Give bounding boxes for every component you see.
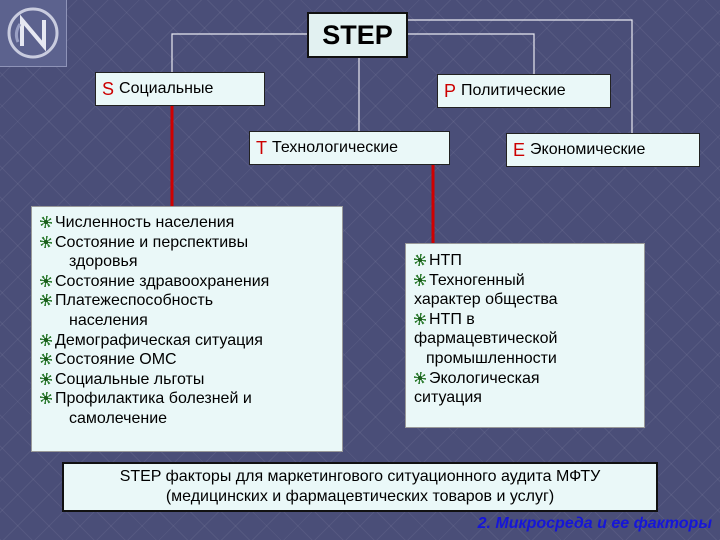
- category-economic: E Экономические: [506, 133, 700, 167]
- step-title: STEP: [307, 12, 408, 58]
- bullet-icon: [40, 333, 52, 346]
- category-label: Политические: [461, 82, 566, 99]
- logo-emblem-icon: [7, 7, 59, 59]
- bullet-icon: [40, 392, 52, 405]
- bullet-icon: [40, 353, 52, 366]
- list-item: Социальные льготы: [38, 370, 342, 390]
- list-item: Состояние ОМС: [38, 350, 342, 370]
- category-letter: S: [102, 78, 115, 99]
- category-social: S Социальные: [95, 72, 265, 106]
- social-factors-list: Численность населения Состояние и перспе…: [31, 206, 343, 452]
- list-item: НТП в: [412, 310, 644, 330]
- category-political: P Политические: [437, 74, 611, 108]
- category-label: Социальные: [119, 80, 214, 97]
- bullet-icon: [40, 294, 52, 307]
- list-item-continuation: ситуация: [414, 389, 482, 407]
- list-item-continuation: характер общества: [414, 291, 558, 309]
- category-letter: E: [513, 139, 526, 160]
- list-item: Техногенный: [412, 271, 644, 291]
- list-item: Экологическая: [412, 369, 644, 389]
- category-letter: T: [256, 137, 267, 158]
- caption-line: STEP факторы для маркетингового ситуацио…: [119, 468, 601, 485]
- bullet-icon: [414, 371, 426, 384]
- list-item: Численность населения: [38, 213, 342, 233]
- bullet-icon: [414, 273, 426, 286]
- bullet-icon: [40, 274, 52, 287]
- list-item: НТП: [412, 251, 644, 271]
- list-item: Состояние здравоохранения: [38, 272, 342, 292]
- category-label: Экономические: [530, 141, 646, 158]
- bullet-icon: [414, 254, 426, 266]
- bullet-icon: [40, 372, 52, 385]
- bullet-icon: [40, 216, 52, 228]
- list-item-continuation: фармацевтической: [414, 330, 558, 348]
- category-label: Технологические: [272, 139, 399, 156]
- caption-box: STEP факторы для маркетингового ситуацио…: [62, 462, 658, 512]
- category-technological: T Технологические: [249, 131, 450, 165]
- logo: [0, 0, 67, 67]
- bullet-icon: [40, 235, 52, 248]
- list-item-continuation: промышленности: [426, 349, 557, 367]
- footer-link-text: 2. Микросреда и ее факторы: [477, 515, 712, 532]
- bullet-icon: [414, 312, 426, 325]
- category-letter: P: [444, 80, 457, 101]
- tech-factors-list: НТП Техногенный характер общества НТП в …: [405, 243, 645, 428]
- list-item: Демографическая ситуация: [38, 331, 342, 351]
- caption-line: (медицинских и фармацевтических товаров …: [165, 488, 555, 505]
